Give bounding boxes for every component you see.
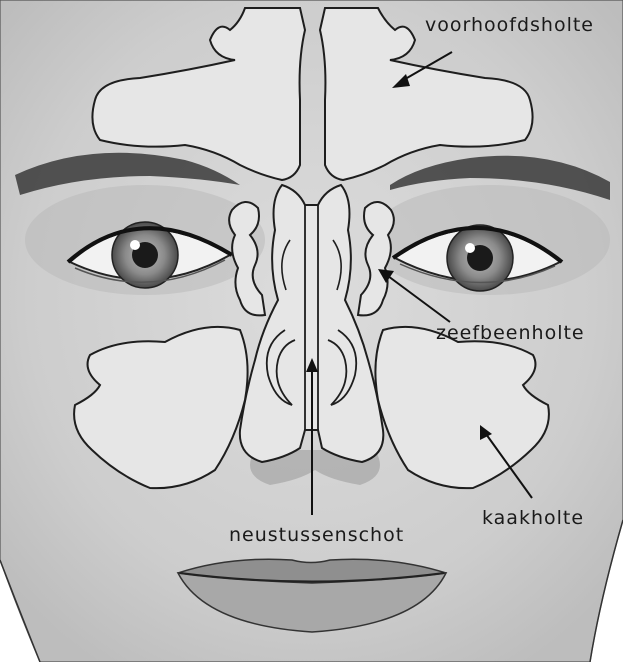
label-nasal-septum: neustussenschot: [229, 526, 404, 545]
label-frontal-sinus: voorhoofdsholte: [425, 16, 594, 35]
label-ethmoid-sinus: zeefbeenholte: [436, 324, 585, 343]
label-maxillary-sinus: kaakholte: [482, 509, 584, 528]
eye-glint-left: [130, 240, 140, 250]
eye-glint-right: [465, 243, 475, 253]
